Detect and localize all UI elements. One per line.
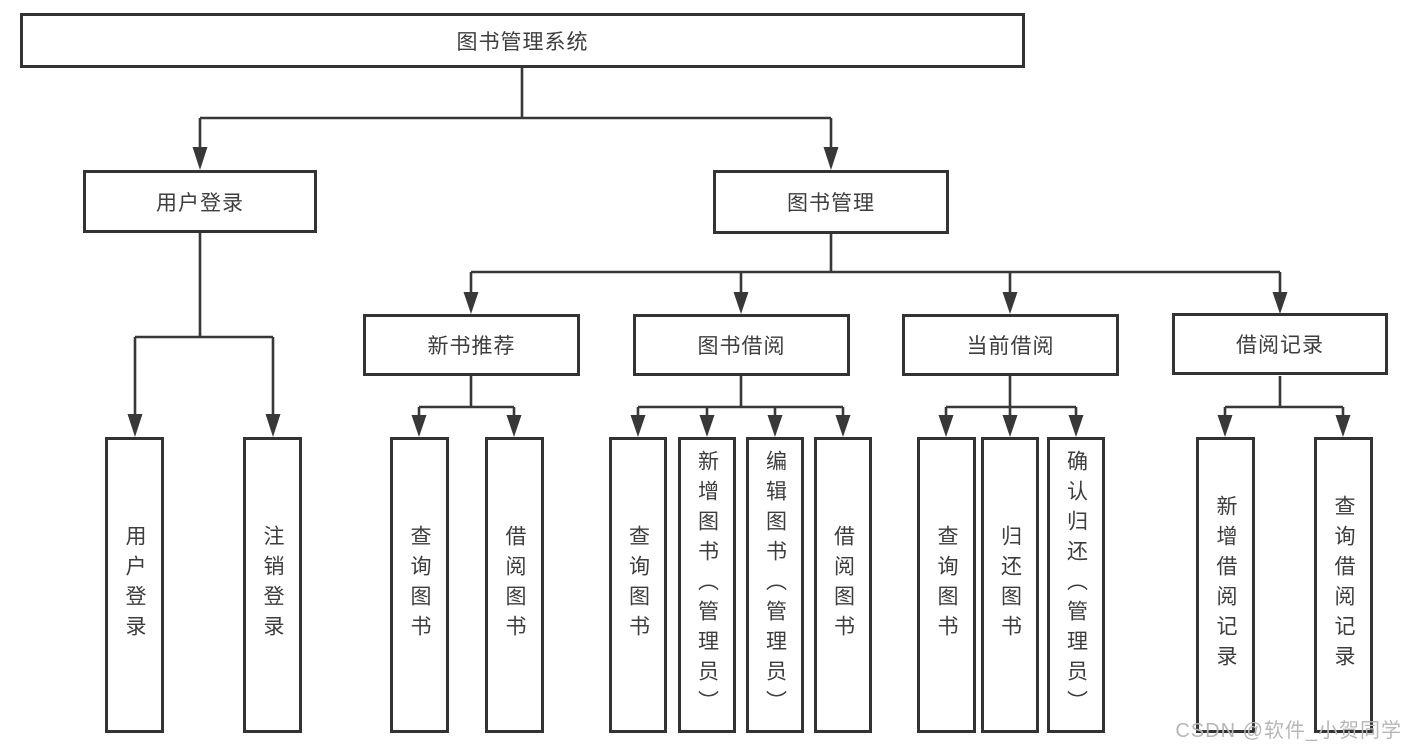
connector-new-books-children [411,376,522,437]
leaf-edit-books-admin: 编辑图书（管理员） [746,437,804,733]
leaf-user-login: 用户登录 [105,437,164,733]
leaf-query-borrow-record: 查询借阅记录 [1314,437,1373,733]
connector-book-mgmt-to-level3 [463,234,1288,314]
connector-borrow-records-children [1217,376,1351,437]
node-borrowing-records: 借阅记录 [1172,313,1388,375]
leaf-query-books-recommend: 查询图书 [390,437,449,733]
node-user-login: 用户登录 [83,170,317,233]
leaf-borrow-books-recommend: 借阅图书 [485,437,544,733]
node-book-management: 图书管理 [713,170,949,234]
connector-user-login-children [127,233,281,437]
leaf-add-books-admin: 新增图书（管理员） [678,437,736,733]
leaf-borrow-books: 借阅图书 [814,437,872,733]
leaf-add-borrow-record: 新增借阅记录 [1196,437,1255,733]
connector-root-to-level2 [192,68,839,170]
leaf-return-books: 归还图书 [981,437,1039,733]
connector-book-borrow-children [630,376,851,437]
connector-current-borrow-children [938,376,1084,437]
leaf-confirm-return-admin: 确认归还（管理员） [1047,437,1105,733]
node-root: 图书管理系统 [20,13,1025,68]
leaf-logout: 注销登录 [243,437,302,733]
leaf-query-books-borrow: 查询图书 [609,437,667,733]
leaf-query-books-current: 查询图书 [917,437,976,733]
node-book-borrowing: 图书借阅 [633,314,850,376]
csdn-watermark: CSDN @软件_小贺同学 [1175,720,1402,742]
node-current-borrowing: 当前借阅 [902,314,1119,376]
node-new-book-recommend: 新书推荐 [363,314,580,376]
